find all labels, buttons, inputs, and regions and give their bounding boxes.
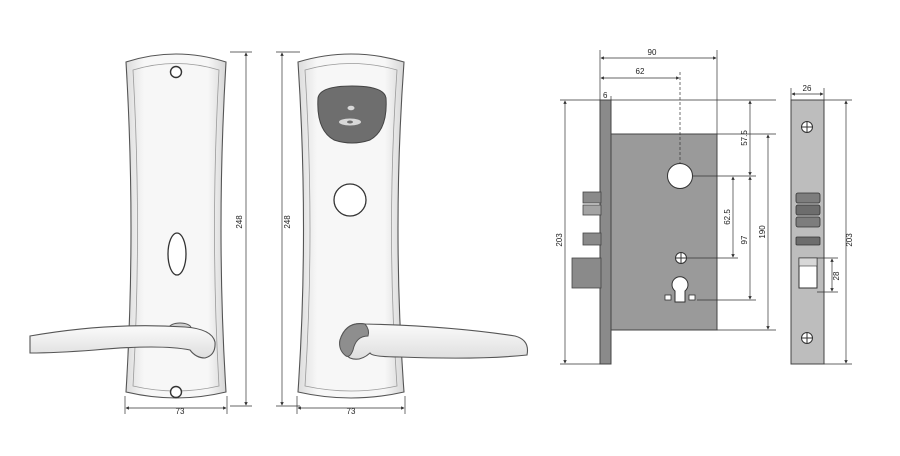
faceplate-deadbolt-2 — [795, 204, 821, 216]
faceplate-deadbolt-3 — [795, 216, 821, 228]
cylinder-hole — [671, 276, 689, 303]
auxiliary-latch — [582, 232, 602, 246]
front-keyhole-slot — [167, 232, 187, 276]
front-width-label: 73 — [176, 407, 185, 416]
mortise-faceplate-strip — [599, 99, 612, 365]
reader-plate-view: 248 73 — [276, 51, 529, 416]
spindle-hole — [667, 163, 693, 189]
mortise-height-label: 203 — [555, 233, 564, 247]
reader-cylinder-hole — [333, 183, 367, 217]
top-offset-label: 57.5 — [740, 130, 749, 146]
reader-slot-center — [347, 120, 353, 124]
deadbolt-block — [582, 191, 602, 204]
reader-width-label: 73 — [347, 407, 356, 416]
spindle-label: 62 — [636, 67, 645, 76]
reader-led-icon — [347, 105, 355, 111]
mortise-side-view: 90 62 6 203 57.5 62.5 97 190 — [555, 48, 776, 365]
cylinder-hole-notch-left — [664, 294, 672, 301]
spindle-to-screw-label: 62.5 — [723, 209, 732, 225]
front-top-screw-icon — [169, 65, 183, 79]
card-reader-window — [317, 85, 387, 144]
cylinder-hole-notch-right — [688, 294, 696, 301]
faceplate-deadbolt-1 — [795, 192, 821, 204]
face-thickness-label: 6 — [603, 91, 608, 100]
reader-plate-bevel — [304, 63, 398, 392]
front-plate-body — [125, 53, 227, 399]
latch-bolt — [571, 257, 602, 289]
mortise-body — [610, 133, 718, 331]
faceplate-latch-tongue — [798, 257, 818, 267]
spindle-to-cylinder-label: 97 — [740, 235, 749, 244]
reader-lever-handle — [339, 323, 529, 360]
front-bottom-screw-icon — [169, 385, 183, 399]
faceplate-height-label: 203 — [845, 233, 854, 247]
faceplate-front-view: 26 203 28 — [790, 84, 854, 365]
latch-label: 28 — [832, 271, 841, 280]
backset-label: 90 — [648, 48, 657, 57]
reader-lever-rose — [339, 323, 370, 357]
reader-height-label: 248 — [283, 215, 292, 229]
faceplate-body — [790, 99, 825, 365]
front-plate-bevel — [132, 63, 220, 392]
front-lever-handle — [29, 325, 216, 359]
body-height-label: 190 — [758, 225, 767, 239]
front-height-label: 248 — [235, 215, 244, 229]
front-plate-view: 248 73 — [29, 51, 252, 416]
faceplate-aux-latch — [795, 236, 821, 246]
deadbolt-inner — [582, 204, 602, 216]
reader-plate-body — [297, 53, 405, 399]
faceplate-width-label: 26 — [803, 84, 812, 93]
